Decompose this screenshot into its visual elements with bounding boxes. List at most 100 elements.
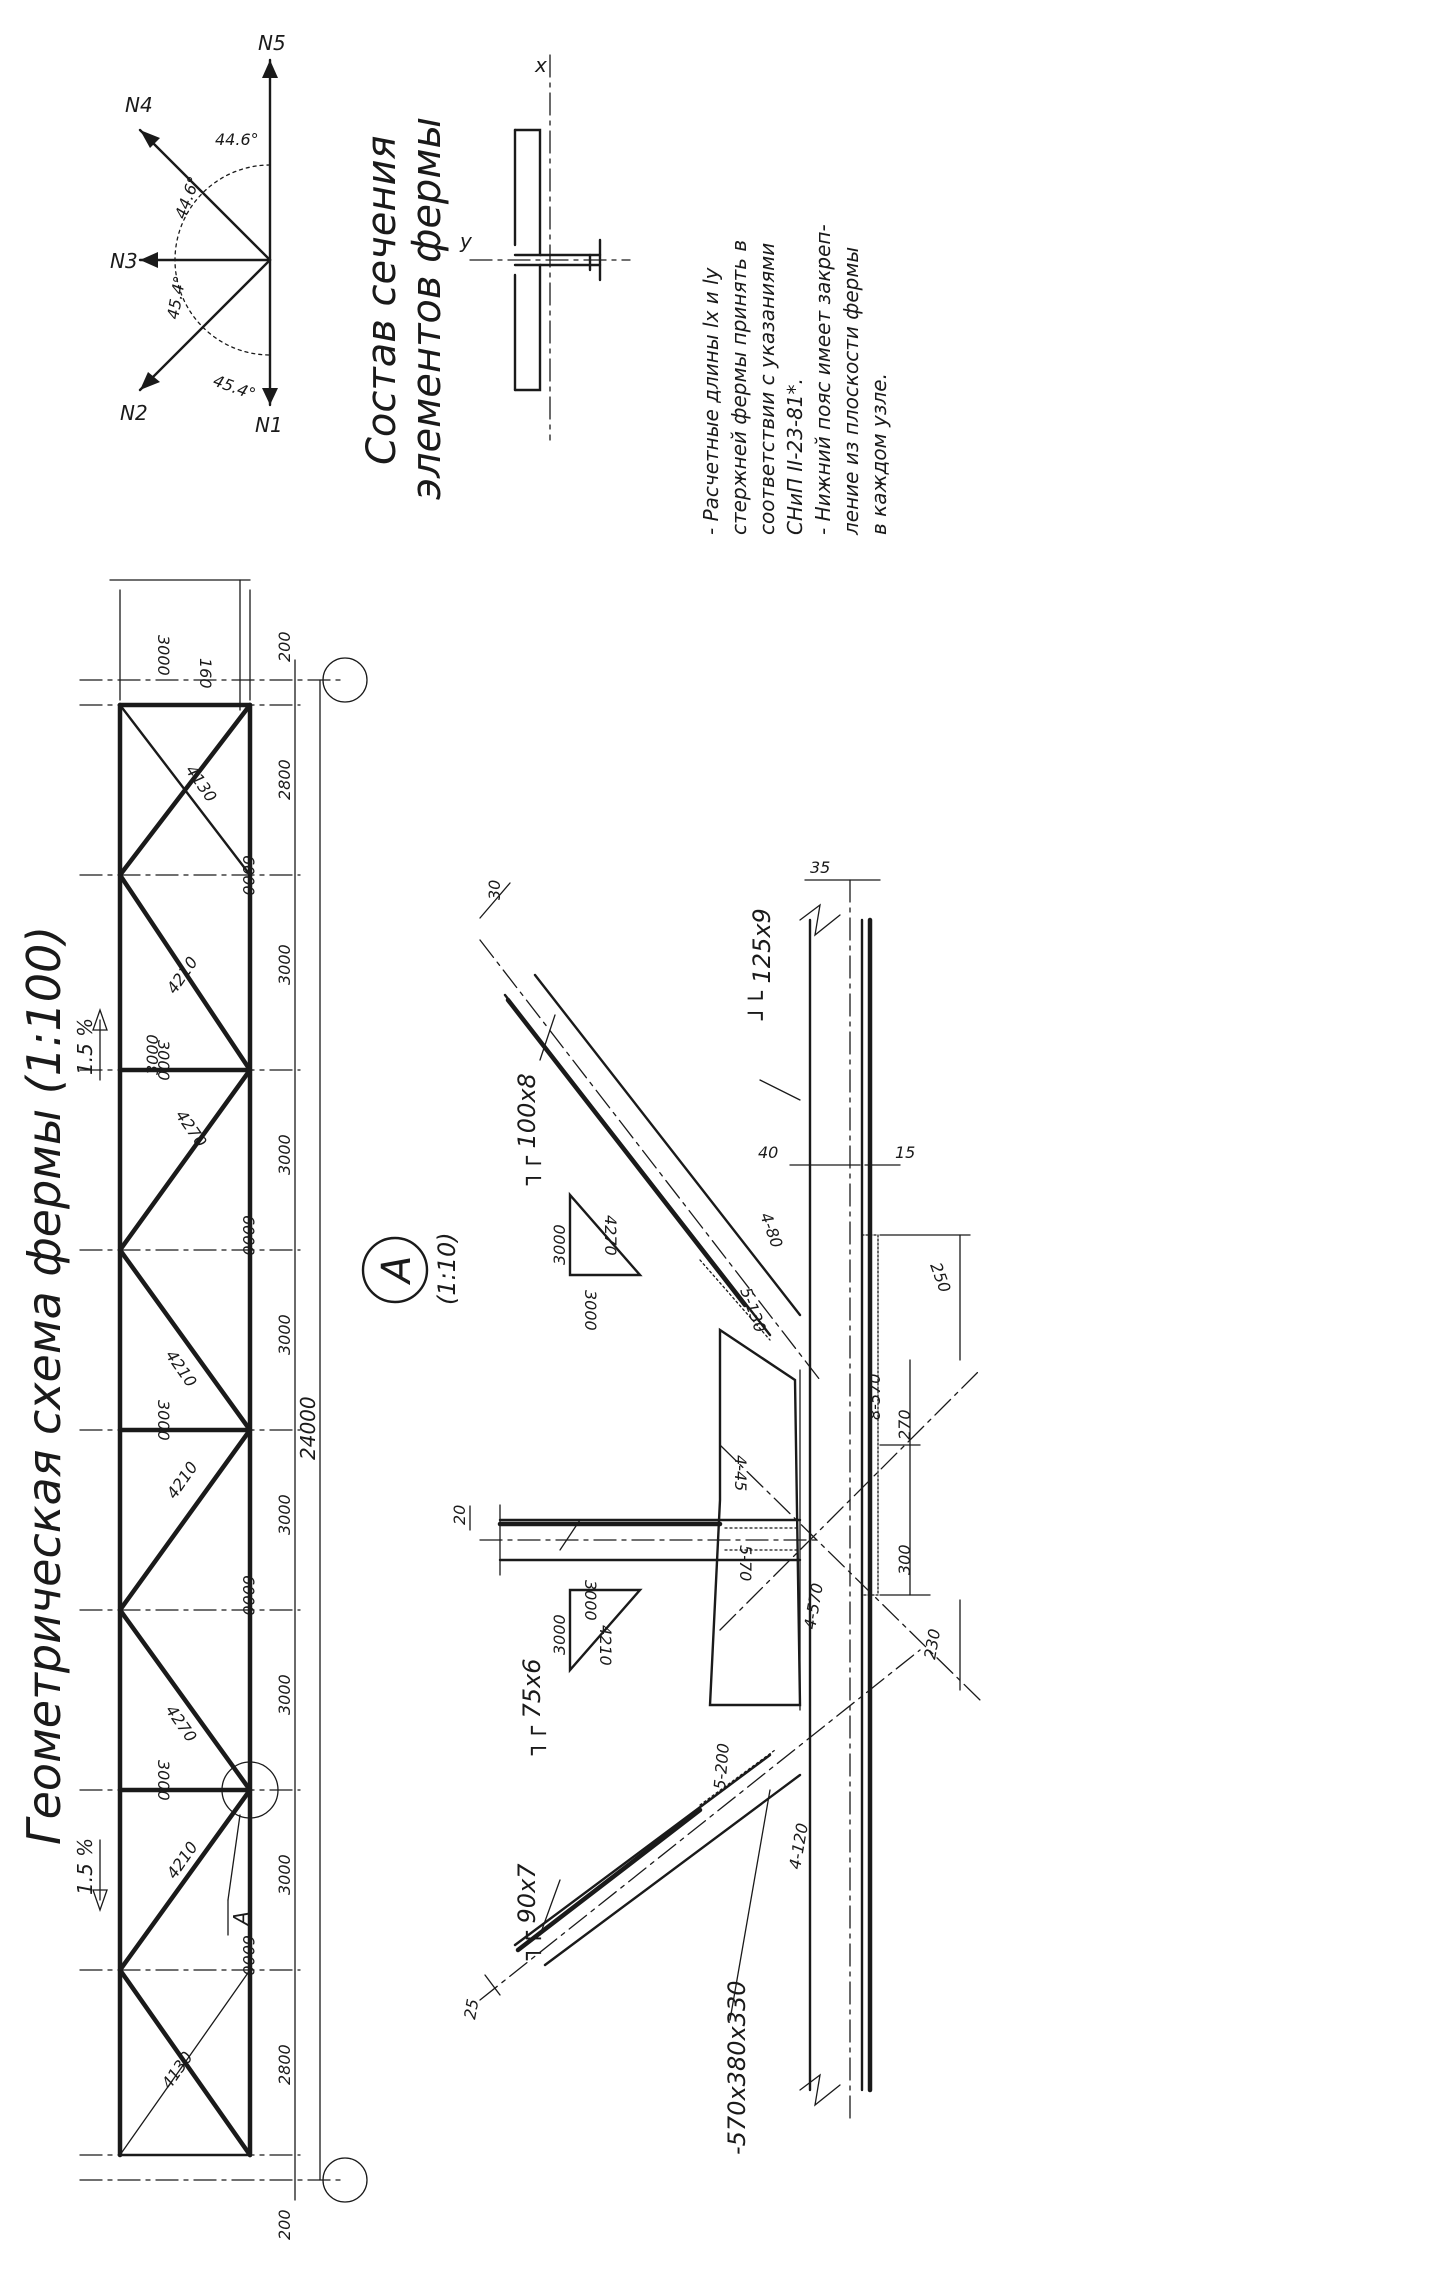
dim-label: 15 (895, 1143, 915, 1162)
profile-label-chord: ┘└ 125x9 (747, 908, 776, 1021)
node-detail (469, 879, 981, 2121)
angle-label: 45.4° (163, 274, 189, 320)
panel-dim-label: 3000 (275, 1494, 294, 1535)
note-line: ление из плоскости фермы (839, 247, 863, 536)
node-a-scale: (1:10) (433, 1232, 461, 1305)
panel-dim-label: 3000 (275, 1674, 294, 1715)
node-ref-label: A (229, 1911, 253, 1927)
height-label: 3000 (154, 1400, 173, 1441)
dim-label: 270 (895, 1409, 914, 1440)
force-arrow (140, 372, 160, 390)
force-arrow (140, 252, 158, 268)
chord-length-label: 6000 (239, 1575, 258, 1616)
weld-label: 5-130 (736, 1285, 770, 1335)
truss-diagonal (117, 1787, 253, 1973)
section-sketch: x y (459, 53, 631, 441)
force-arrow (262, 60, 278, 78)
top-dim-label: 160 (196, 658, 215, 689)
force-label-n3: N3 (110, 249, 138, 273)
reference-triangle-upper: 3000 4270 3000 (550, 1191, 643, 1331)
svg-text:3000: 3000 (581, 1580, 600, 1621)
truss-diagonal (117, 1247, 253, 1433)
force-diagram: N1 N2 N3 N4 N5 44.6° 44.6° 45.4° 45.4° (110, 31, 286, 437)
height-label: 3000 (143, 1034, 162, 1075)
panel-dim-label: 2800 (275, 2044, 294, 2085)
section-title-line1: Состав сечения (359, 135, 405, 465)
force-label-n2: N2 (120, 401, 148, 425)
force-label-n5: N5 (258, 31, 286, 55)
support-circle-left (322, 2157, 368, 2203)
dim-label: 30 (485, 880, 504, 900)
svg-text:4210: 4210 (596, 1625, 615, 1666)
note-line: стержней фермы принять в (727, 240, 751, 535)
chord-length-label: 6000 (239, 1215, 258, 1256)
panel-dim-label: 3000 (275, 944, 294, 985)
svg-text:4270: 4270 (601, 1215, 620, 1256)
dim-label: 300 (895, 1544, 914, 1575)
overall-dim-label: 24000 (296, 1396, 320, 1460)
chord-length-label: 6000 (239, 1935, 258, 1976)
truss-diagonal (119, 1969, 251, 2156)
truss-scheme (79, 579, 368, 2203)
truss-diagonal (117, 872, 253, 1073)
diagonal-length-label: 4270 (172, 1106, 211, 1150)
truss-diagonal (117, 1607, 253, 1793)
notes: - Расчетные длины lx и ly стержней фермы… (699, 224, 891, 536)
profile-label-diagonal-100: ┐┌ 100x8 (513, 1073, 542, 1186)
slope-label-right: 1.5 % (73, 1018, 97, 1075)
angle-label: 45.4° (211, 371, 258, 404)
plate-label: -570x380x330 (723, 1981, 751, 2156)
angle-label: 44.6° (171, 174, 204, 221)
node-a-marker-circle (221, 1761, 279, 1819)
gusset-plate (708, 1327, 802, 1707)
note-line: СНиП II-23-81*. (783, 378, 807, 535)
dim-label: 230 (920, 1627, 944, 1660)
diagonal-member-90x7 (513, 1753, 772, 1947)
profile-label-post-75: ┐┌ 75x6 (518, 1658, 547, 1756)
note-line: - Нижний пояс имеет закреп- (811, 224, 835, 535)
truss-diagonal (117, 1067, 253, 1253)
support-circle-right (322, 657, 368, 703)
truss-labels: 1.5 % 1.5 % 200 2800 3000 3000 3000 3000… (73, 631, 320, 2240)
force-label-n4: N4 (125, 93, 153, 117)
truss-diagonal (117, 1427, 253, 1613)
panel-dim-label: 3000 (275, 1134, 294, 1175)
force-label-n1: N1 (255, 413, 283, 437)
chord-length-label: 6000 (239, 855, 258, 896)
panel-dim-label: 3000 (275, 1314, 294, 1355)
svg-text:3000: 3000 (550, 1224, 569, 1265)
note-line: - Расчетные длины lx и ly (699, 266, 723, 535)
node-a-letter: A (374, 1256, 420, 1286)
dim-label: 35 (810, 858, 830, 877)
angle-label: 44.6° (215, 130, 259, 149)
svg-text:3000: 3000 (550, 1614, 569, 1655)
diagonal-length-label: 4210 (163, 1838, 202, 1882)
diagonal-length-label: 4270 (162, 1701, 201, 1745)
weld-label: 4-45 (731, 1455, 750, 1491)
weld-label: 5-70 (736, 1545, 755, 1581)
dim-label: 250 (926, 1260, 954, 1295)
svg-text:3000: 3000 (581, 1290, 600, 1331)
panel-dim-label: 3000 (275, 1854, 294, 1895)
weld-label: 4-570 (800, 1582, 827, 1631)
force-arrow (140, 130, 160, 148)
weld-label: 8-570 (865, 1374, 884, 1421)
diagonal-member-90x7 (543, 1773, 802, 1967)
axis-label-y: y (459, 229, 473, 253)
drawing-title: Геометрическая схема фермы (1:100) (17, 926, 71, 1845)
panel-dim-label: 2800 (275, 759, 294, 800)
truss-diagonal (117, 702, 253, 878)
note-line: соответствии с указаниями (755, 243, 779, 535)
height-label: 3000 (154, 1040, 173, 1081)
reference-triangle-lower: 3000 3000 4210 (550, 1580, 643, 1674)
profile-label-diagonal-90: ┐┌ 90x7 (513, 1863, 542, 1961)
force-arrow (262, 388, 278, 405)
node-detail-labels: ┘└ 125x9 ┐┌ 100x8 ┐┌ 75x6 ┐┌ 90x7 -570x3… (450, 858, 955, 2155)
note-line: в каждом узле. (867, 373, 891, 535)
panel-dim-label: 200 (275, 2209, 294, 2240)
diagonal-member-100x8 (533, 973, 802, 1317)
slope-label-left: 1.5 % (73, 1838, 97, 1895)
dim-label: 40 (758, 1143, 778, 1162)
